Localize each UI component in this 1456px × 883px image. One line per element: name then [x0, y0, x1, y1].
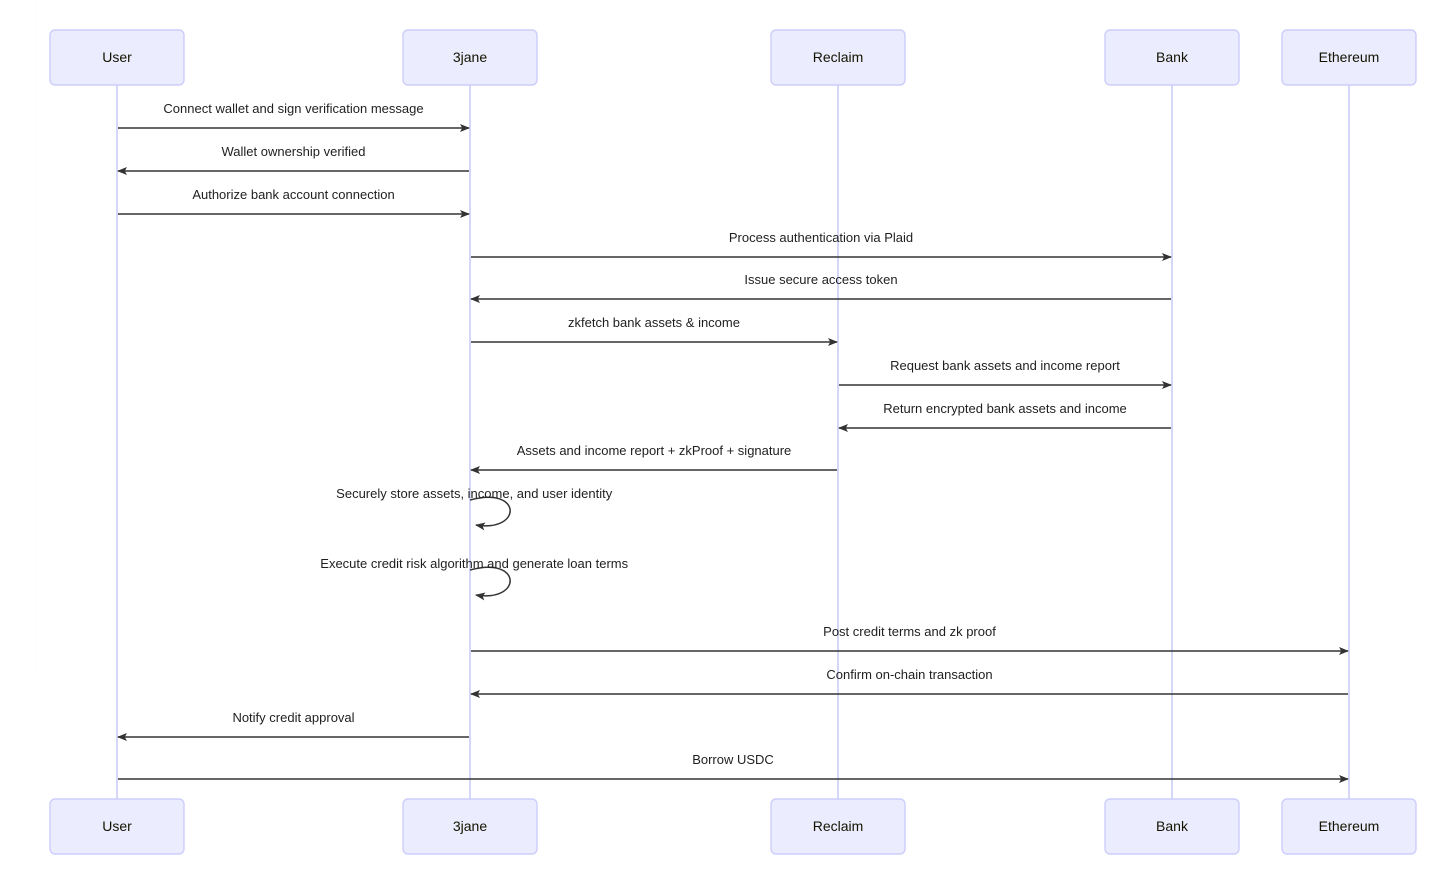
actor-label-ethereum-top: Ethereum — [1319, 49, 1380, 65]
self-loop-path — [469, 496, 511, 531]
message-label: Connect wallet and sign verification mes… — [163, 101, 423, 116]
message-label: Wallet ownership verified — [221, 144, 365, 159]
message-label: Confirm on-chain transaction — [826, 667, 992, 682]
message-14: Notify credit approval — [117, 710, 469, 741]
message-label: Return encrypted bank assets and income — [883, 401, 1127, 416]
actor-label-3jane-top: 3jane — [453, 49, 487, 65]
lifelines-group — [116, 85, 1350, 799]
actor-boxes-bottom: User 3jane Reclaim Bank Ethereum — [49, 798, 1417, 855]
message-15: Borrow USDC — [118, 752, 1349, 783]
message-3: Authorize bank account connection — [118, 187, 470, 218]
message-label: Request bank assets and income report — [890, 358, 1120, 373]
actor-box-ethereum-bottom[interactable] — [1281, 798, 1417, 855]
actor-box-bank-bottom[interactable] — [1104, 798, 1240, 855]
actor-box-3jane-bottom[interactable] — [402, 798, 538, 855]
actor-box-3jane-top[interactable] — [402, 29, 538, 86]
self-loop-path — [469, 566, 511, 601]
message-label: Process authentication via Plaid — [729, 230, 913, 245]
message-5: Issue secure access token — [470, 272, 1171, 303]
message-label: Borrow USDC — [692, 752, 774, 767]
message-label: Securely store assets, income, and user … — [336, 486, 613, 501]
actor-box-user-bottom[interactable] — [49, 798, 185, 855]
message-13: Confirm on-chain transaction — [470, 667, 1348, 698]
actor-label-user-top: User — [102, 49, 132, 65]
message-7: Request bank assets and income report — [839, 358, 1172, 389]
message-label: zkfetch bank assets & income — [568, 315, 740, 330]
actor-label-reclaim-top: Reclaim — [813, 49, 864, 65]
message-6: zkfetch bank assets & income — [471, 315, 838, 346]
message-10: Securely store assets, income, and user … — [336, 486, 613, 531]
message-9: Assets and income report + zkProof + sig… — [470, 443, 837, 474]
actor-box-reclaim-bottom[interactable] — [770, 798, 906, 855]
messages-group: Connect wallet and sign verification mes… — [117, 101, 1349, 783]
message-1: Connect wallet and sign verification mes… — [118, 101, 470, 132]
actor-label-user-bottom: User — [102, 818, 132, 834]
message-8: Return encrypted bank assets and income — [838, 401, 1171, 432]
actor-box-ethereum-top[interactable] — [1281, 29, 1417, 86]
actor-box-bank-top[interactable] — [1104, 29, 1240, 86]
message-4: Process authentication via Plaid — [471, 230, 1172, 261]
message-label: Notify credit approval — [232, 710, 354, 725]
actor-label-ethereum-bottom: Ethereum — [1319, 818, 1380, 834]
message-label: Authorize bank account connection — [192, 187, 394, 202]
actor-boxes-top: User 3jane Reclaim Bank Ethereum — [49, 29, 1417, 86]
actor-label-bank-bottom: Bank — [1156, 818, 1189, 834]
message-11: Execute credit risk algorithm and genera… — [320, 556, 629, 601]
message-label: Assets and income report + zkProof + sig… — [517, 443, 792, 458]
message-label: Issue secure access token — [744, 272, 897, 287]
actor-label-3jane-bottom: 3jane — [453, 818, 487, 834]
actor-label-reclaim-bottom: Reclaim — [813, 818, 864, 834]
actor-label-bank-top: Bank — [1156, 49, 1189, 65]
message-label: Post credit terms and zk proof — [823, 624, 996, 639]
message-2: Wallet ownership verified — [117, 144, 469, 175]
actor-box-user-top[interactable] — [49, 29, 185, 86]
message-12: Post credit terms and zk proof — [471, 624, 1349, 655]
actor-box-reclaim-top[interactable] — [770, 29, 906, 86]
message-label: Execute credit risk algorithm and genera… — [320, 556, 628, 571]
